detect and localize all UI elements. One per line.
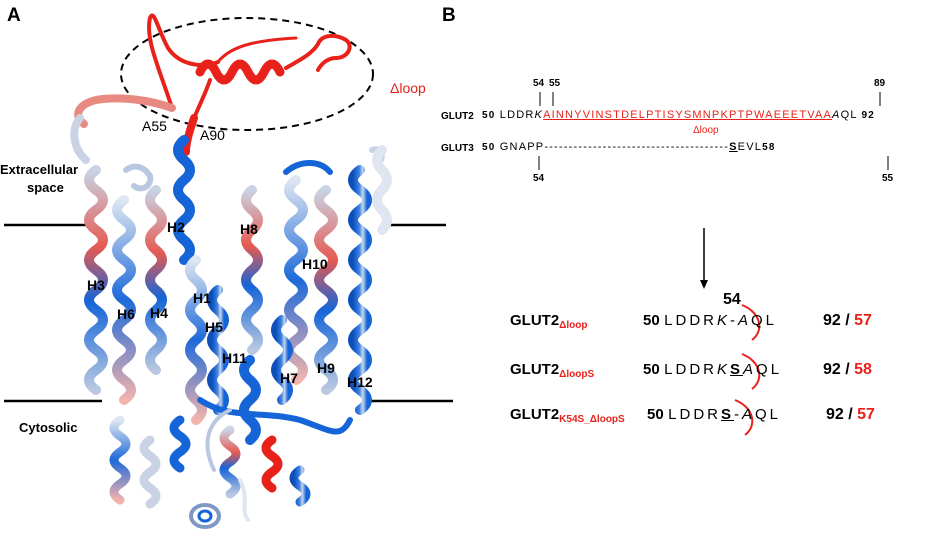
construct-1-k: K bbox=[716, 312, 730, 329]
helix-label-h9: H9 bbox=[317, 360, 335, 376]
construct-2-subscript: ΔloopS bbox=[559, 369, 595, 380]
construct-3-base: GLUT2 bbox=[510, 406, 560, 423]
construct-2-end: 92 / 58 bbox=[823, 361, 872, 379]
construct-3-end-new: 57 bbox=[857, 406, 875, 423]
helix-label-h2: H2 bbox=[167, 219, 185, 235]
tick-label-55-top: 55 bbox=[549, 78, 561, 89]
construct-1-subscript: Δloop bbox=[559, 320, 588, 331]
construct-2-s: S bbox=[730, 361, 744, 378]
panel-b-letter: B bbox=[442, 5, 456, 26]
helix-label-h3: H3 bbox=[87, 277, 105, 293]
delta-loop-label: Δloop bbox=[390, 80, 426, 96]
construct-3-gap: - bbox=[734, 406, 742, 423]
construct-1-start: 50 bbox=[643, 312, 660, 329]
construct-1-end-new: 57 bbox=[854, 312, 872, 329]
construct-1-tail: QL bbox=[751, 312, 778, 329]
construct-2-k: K bbox=[716, 361, 730, 378]
glut3-sequence: 50 GNAPP--------------------------------… bbox=[482, 141, 776, 153]
construct-2-end-wt: 92 / bbox=[823, 361, 850, 378]
glut3-seq-start: 50 bbox=[482, 142, 496, 153]
construct-2-start: 50 bbox=[643, 361, 660, 378]
construct-3-sequence: 50 LDDRS-AQL bbox=[647, 406, 781, 424]
extracellular-loops bbox=[70, 94, 385, 192]
construct-1-a: A bbox=[738, 312, 752, 329]
tick-label-54-bottom: 54 bbox=[533, 173, 545, 184]
glut3-seq-s: S bbox=[729, 141, 738, 153]
helix-label-h10: H10 bbox=[302, 256, 328, 272]
glut2-seq-k54: K bbox=[534, 109, 544, 121]
helix-label-h12: H12 bbox=[347, 374, 373, 390]
tick-label-55-bottom: 55 bbox=[882, 173, 894, 184]
transmembrane-helices bbox=[84, 135, 392, 445]
helix-label-h8: H8 bbox=[240, 221, 258, 237]
construct-3-start: 50 bbox=[647, 406, 664, 423]
construct-3-end: 92 / 57 bbox=[826, 406, 875, 424]
tick-label-54-top: 54 bbox=[533, 78, 545, 89]
glut3-seq-name: GLUT3 bbox=[441, 143, 474, 154]
construct-1-sequence: 50 LDDRK-AQL bbox=[643, 312, 777, 330]
construct-2-tail: QL bbox=[756, 361, 783, 378]
cytosolic-domain bbox=[109, 397, 353, 529]
helix-label-h4: H4 bbox=[150, 305, 168, 321]
helix-label-h7: H7 bbox=[280, 370, 298, 386]
glut2-seq-start: 50 bbox=[482, 110, 496, 121]
glut3-seq-gap: -------------------------------------- bbox=[544, 141, 730, 153]
construct-1-name: GLUT2Δloop bbox=[510, 312, 587, 331]
glut2-seq-tail: QL bbox=[840, 109, 858, 121]
tick-label-89-top: 89 bbox=[874, 78, 886, 89]
residue-a90-label: A90 bbox=[200, 127, 225, 143]
residue-a55-label: A55 bbox=[142, 118, 167, 134]
extracellular-label-line1: Extracellular bbox=[0, 162, 79, 177]
glut3-seq-tail: EVL bbox=[737, 141, 763, 153]
glut2-delta-loop-caption: Δloop bbox=[693, 125, 719, 136]
panel-a-letter: A bbox=[7, 5, 21, 26]
helix-label-h6: H6 bbox=[117, 306, 135, 322]
construct-3-tail: QL bbox=[755, 406, 782, 423]
construct-1-end: 92 / 57 bbox=[823, 312, 872, 330]
glut2-loop-sequence: AINNYVINSTDELPTISYSMNPKPTPWAEEETVAA bbox=[543, 109, 833, 121]
loop-ellipse bbox=[120, 17, 374, 131]
construct-1-base: GLUT2 bbox=[510, 312, 560, 329]
cytosolic-label: Cytosolic bbox=[19, 420, 78, 435]
construct-position-54: 54 bbox=[723, 291, 741, 308]
helix-label-h5: H5 bbox=[205, 319, 223, 335]
construct-2-base: GLUT2 bbox=[510, 361, 560, 378]
construct-3-prefix: LDDR bbox=[668, 406, 721, 423]
construct-3-subscript: K54S_ΔloopS bbox=[559, 414, 625, 425]
glut2-seq-name: GLUT2 bbox=[441, 111, 474, 122]
construct-1-gap: - bbox=[730, 312, 738, 329]
construct-2-end-new: 58 bbox=[854, 361, 872, 378]
helix-label-h1: H1 bbox=[193, 290, 211, 306]
construct-1-prefix: LDDR bbox=[664, 312, 717, 329]
construct-2-a: A bbox=[743, 361, 757, 378]
construct-2-name: GLUT2ΔloopS bbox=[510, 361, 594, 380]
construct-2-prefix: LDDR bbox=[664, 361, 717, 378]
glut2-seq-end: 92 bbox=[861, 110, 876, 121]
construct-1-end-wt: 92 / bbox=[823, 312, 850, 329]
construct-2-sequence: 50 LDDRKSAQL bbox=[643, 361, 782, 379]
construct-3-end-wt: 92 / bbox=[826, 406, 853, 423]
glut2-sequence: 50 LDDRKAINNYVINSTDELPTISYSMNPKPTPWAEEET… bbox=[482, 109, 875, 121]
extracellular-label-line2: space bbox=[27, 180, 64, 195]
glut2-seq-a: A bbox=[832, 109, 841, 121]
helix-label-h11: H11 bbox=[222, 350, 247, 366]
construct-3-name: GLUT2K54S_ΔloopS bbox=[510, 406, 625, 425]
construct-3-s: S bbox=[720, 406, 734, 423]
glut3-seq-end: 58 bbox=[762, 142, 776, 153]
construct-3-a: A bbox=[742, 406, 756, 423]
glut3-seq-prefix: GNAPP bbox=[499, 141, 545, 153]
glut2-seq-prefix: LDDR bbox=[499, 109, 535, 121]
